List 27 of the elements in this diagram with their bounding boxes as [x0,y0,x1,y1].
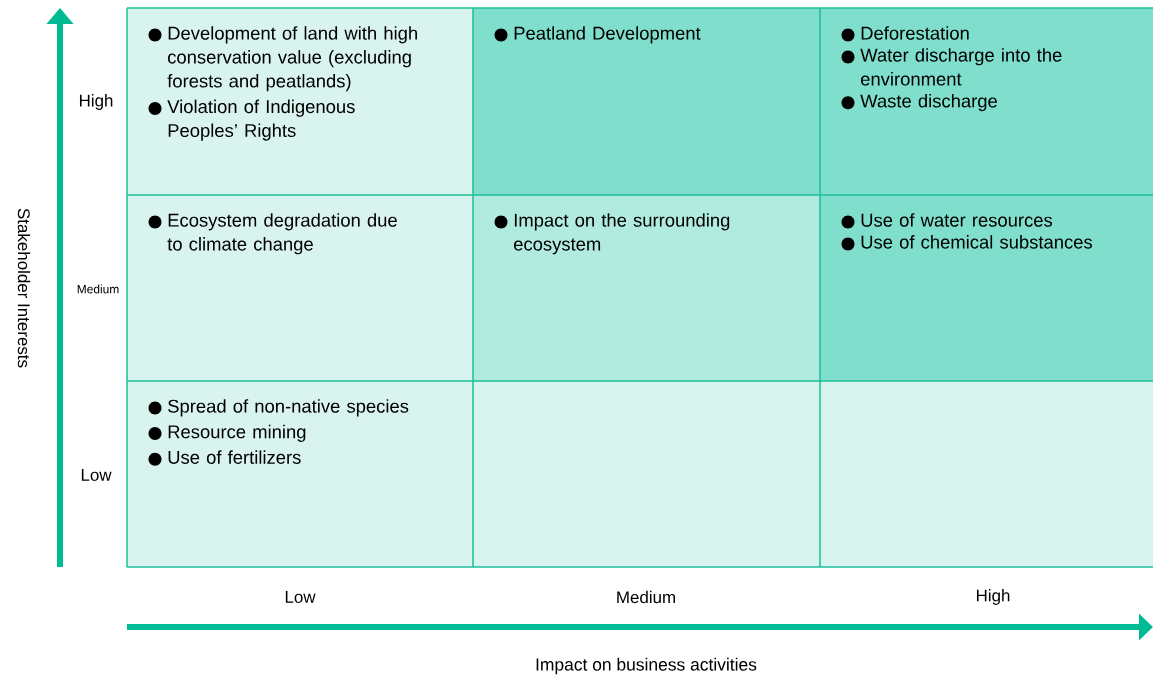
bullet-item: Peatland Development [494,26,701,44]
axis-title: Stakeholder Interests [17,208,31,368]
bullet-item: Violation of Indigenous Peoples’ Rights [148,99,355,141]
matrix-cell [820,8,1153,195]
matrix-cell [820,195,1153,381]
matrix-cell [127,195,473,381]
axis-title: Impact on business activities [536,657,757,675]
bullet-item: Use of chemical substances [841,235,1092,251]
bullet-item: Resource mining [148,424,306,442]
bullet-item: Deforestation [841,26,969,42]
bullet-item: Use of fertilizers [148,450,301,466]
matrix-cell [473,8,820,195]
bullet-item: Development of land with high conservation value (excluding forests and peatlands) [148,26,417,92]
matrix-cell [820,381,1153,567]
bullet-item: Use of water resources [841,213,1053,229]
matrix-cell [127,381,473,567]
matrix-cell [473,381,820,567]
axis-tick-label: Medium [617,590,675,604]
matrix-cell [473,195,820,381]
bullet-item: Waste discharge [841,93,997,112]
bullet-item: Impact on the surrounding ecosystem [494,213,730,255]
matrix-cell [127,8,473,195]
axis-tick-label: Low [285,591,316,603]
bullet-item: Ecosystem degradation due to climate change [148,213,397,255]
axis-tick-label: High [977,589,1010,605]
bullet-item: Water discharge into the environment [841,48,1062,86]
bullet-item: Spread of non-native species [148,399,409,417]
